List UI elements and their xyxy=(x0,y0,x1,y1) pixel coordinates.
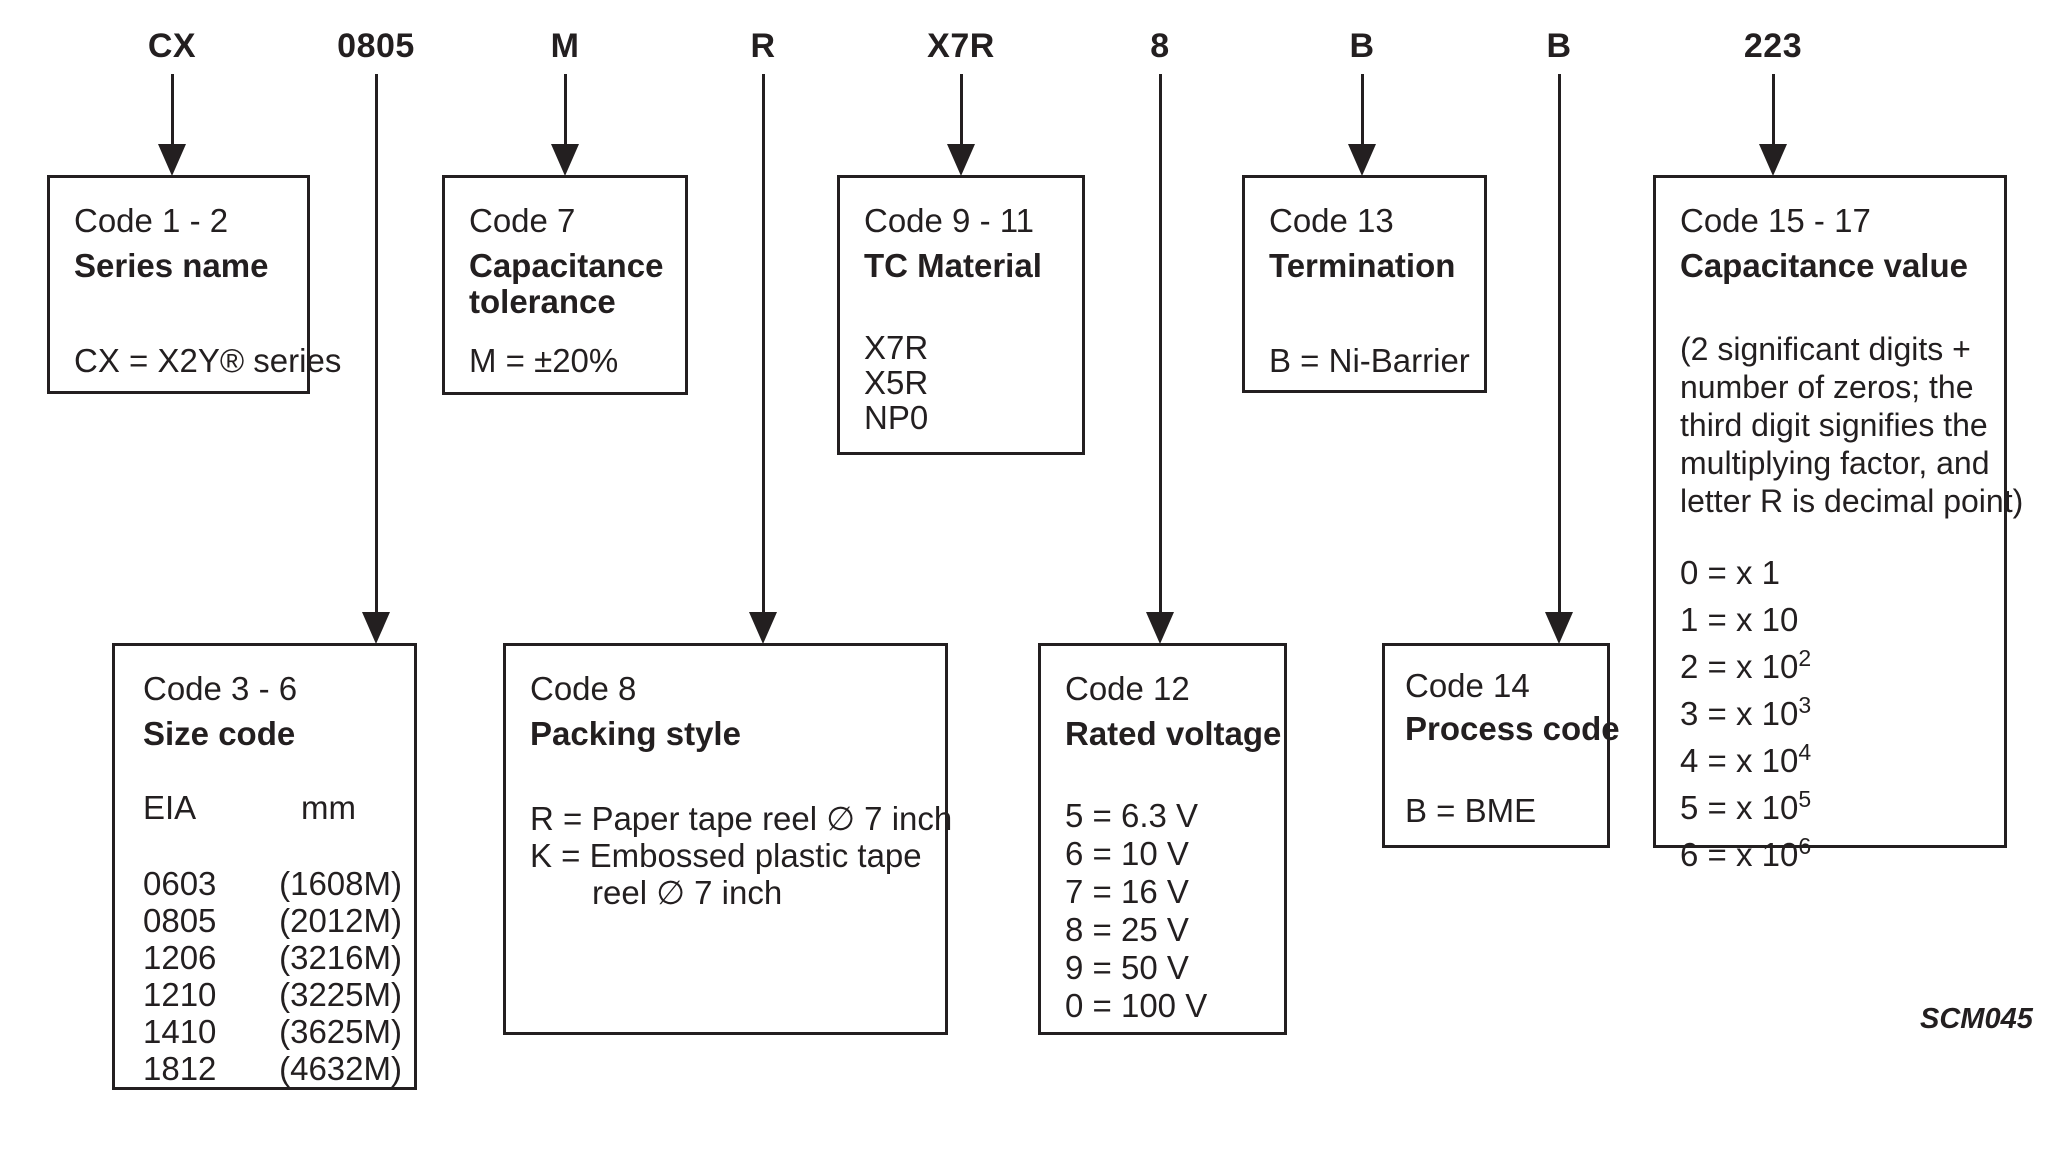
connector-line-voltage xyxy=(1158,74,1162,614)
code-token-tc-material: X7R xyxy=(927,27,995,65)
arrow-down-icon xyxy=(362,612,390,644)
option-line: 7 = 16 V xyxy=(1065,873,1189,910)
note-line: (2 significant digits + xyxy=(1680,331,1971,367)
option-line: R = Paper tape reel ∅ 7 inch xyxy=(530,800,953,837)
multiplier-row: 5 = x 105 xyxy=(1680,786,1812,826)
arrow-down-icon xyxy=(947,144,975,176)
note-line: letter R is decimal point) xyxy=(1680,483,2024,519)
code-token-process: B xyxy=(1546,27,1572,65)
arrow-down-icon xyxy=(749,612,777,644)
multiplier-row: 2 = x 102 xyxy=(1680,645,1812,685)
size-table-row: 0805(2012M) xyxy=(143,902,402,939)
size-table-row: 0603(1608M) xyxy=(143,865,402,902)
size-table-row: 1812(4632M) xyxy=(143,1050,402,1087)
termination-box: Code 13 Termination B = Ni-Barrier xyxy=(1242,175,1487,393)
box-title: Capacitance value xyxy=(1680,247,1968,284)
code-token-size: 0805 xyxy=(337,27,415,65)
arrow-down-icon xyxy=(158,144,186,176)
code-token-series: CX xyxy=(147,27,197,65)
code-token-termination: B xyxy=(1349,27,1375,65)
code-label: Code 3 - 6 xyxy=(143,670,298,707)
capacitance-value-box: Code 15 - 17 Capacitance value (2 signif… xyxy=(1653,175,2024,873)
option-line: 8 = 25 V xyxy=(1065,911,1189,948)
arrow-down-icon xyxy=(551,144,579,176)
code-label: Code 7 xyxy=(469,202,576,239)
box-title: tolerance xyxy=(469,283,616,320)
code-label: Code 14 xyxy=(1405,667,1530,704)
code-label: Code 1 - 2 xyxy=(74,202,229,239)
connector-line-size xyxy=(374,74,378,614)
code-label: Code 15 - 17 xyxy=(1680,202,1871,239)
figure-id: SCM045 xyxy=(1920,1003,2033,1035)
arrow-down-icon xyxy=(1146,612,1174,644)
arrow-down-icon xyxy=(1545,612,1573,644)
option-line: 6 = 10 V xyxy=(1065,835,1189,872)
size-table-row: 1410(3625M) xyxy=(143,1013,402,1050)
rated-voltage-box: Code 12 Rated voltage 5 = 6.3 V 6 = 10 V… xyxy=(1038,643,1287,1035)
size-table-header: EIA mm xyxy=(143,790,402,826)
connector-line-tolerance xyxy=(563,74,567,146)
option-line: 9 = 50 V xyxy=(1065,949,1189,986)
code-token-cap-value: 223 xyxy=(1743,27,1803,65)
column-header-mm: mm xyxy=(301,789,356,826)
size-table-row: 1206(3216M) xyxy=(143,939,402,976)
note-line: third digit signifies the xyxy=(1680,407,1988,443)
note-line: multiplying factor, and xyxy=(1680,445,1990,481)
multiplier-row: 0 = x 1 xyxy=(1680,554,1780,591)
option-line: K = Embossed plastic tape xyxy=(530,837,922,874)
note-line: number of zeros; the xyxy=(1680,369,1974,405)
box-title: Process code xyxy=(1405,710,1620,747)
box-title: Packing style xyxy=(530,715,741,752)
box-title: Rated voltage xyxy=(1065,715,1282,752)
multiplier-row: 4 = x 104 xyxy=(1680,739,1812,779)
connector-line-packing xyxy=(761,74,765,614)
arrow-down-icon xyxy=(1348,144,1376,176)
connector-line-cap-value xyxy=(1771,74,1775,146)
box-title: Size code xyxy=(143,715,296,752)
tc-material-box: Code 9 - 11 TC Material X7R X5R NP0 xyxy=(837,175,1085,455)
arrow-down-icon xyxy=(1759,144,1787,176)
code-token-tolerance: M xyxy=(550,27,580,65)
code-label: Code 13 xyxy=(1269,202,1394,239)
multiplier-row: 1 = x 10 xyxy=(1680,601,1799,638)
box-title: Capacitance xyxy=(469,247,664,284)
box-title: TC Material xyxy=(864,247,1042,284)
option-line-continuation: reel ∅ 7 inch xyxy=(592,874,783,911)
option-line: X7R xyxy=(864,329,929,366)
column-header-eia: EIA xyxy=(143,789,197,826)
process-code-box: Code 14 Process code B = BME xyxy=(1382,643,1620,848)
size-code-box: Code 3 - 6 Size code EIA mm 0603(1608M) … xyxy=(112,643,417,1090)
connector-line-termination xyxy=(1360,74,1364,146)
box-title: Termination xyxy=(1269,247,1456,284)
option-line: X5R xyxy=(864,364,929,401)
series-name-box: Code 1 - 2 Series name CX = X2Y® series xyxy=(47,175,342,394)
connector-line-tc-material xyxy=(959,74,963,146)
code-token-packing: R xyxy=(750,27,776,65)
multiplier-row: 6 = x 106 xyxy=(1680,833,1812,873)
option-line: NP0 xyxy=(864,399,929,436)
option-line: 0 = 100 V xyxy=(1065,987,1208,1024)
code-label: Code 9 - 11 xyxy=(864,202,1034,239)
value-line: M = ±20% xyxy=(469,342,619,379)
value-line: B = Ni-Barrier xyxy=(1269,342,1470,379)
code-label: Code 8 xyxy=(530,670,637,707)
multiplier-row: 3 = x 103 xyxy=(1680,692,1812,732)
capacitance-tolerance-box: Code 7 Capacitance tolerance M = ±20% xyxy=(442,175,688,395)
size-table-row: 1210(3225M) xyxy=(143,976,402,1013)
packing-style-box: Code 8 Packing style R = Paper tape reel… xyxy=(503,643,953,1035)
box-title: Series name xyxy=(74,247,269,284)
connector-line-process xyxy=(1557,74,1561,614)
value-line: B = BME xyxy=(1405,792,1537,829)
connector-line-series xyxy=(170,74,174,146)
value-line: CX = X2Y® series xyxy=(74,342,342,379)
code-label: Code 12 xyxy=(1065,670,1190,707)
code-token-voltage: 8 xyxy=(1150,27,1170,65)
option-line: 5 = 6.3 V xyxy=(1065,797,1199,834)
